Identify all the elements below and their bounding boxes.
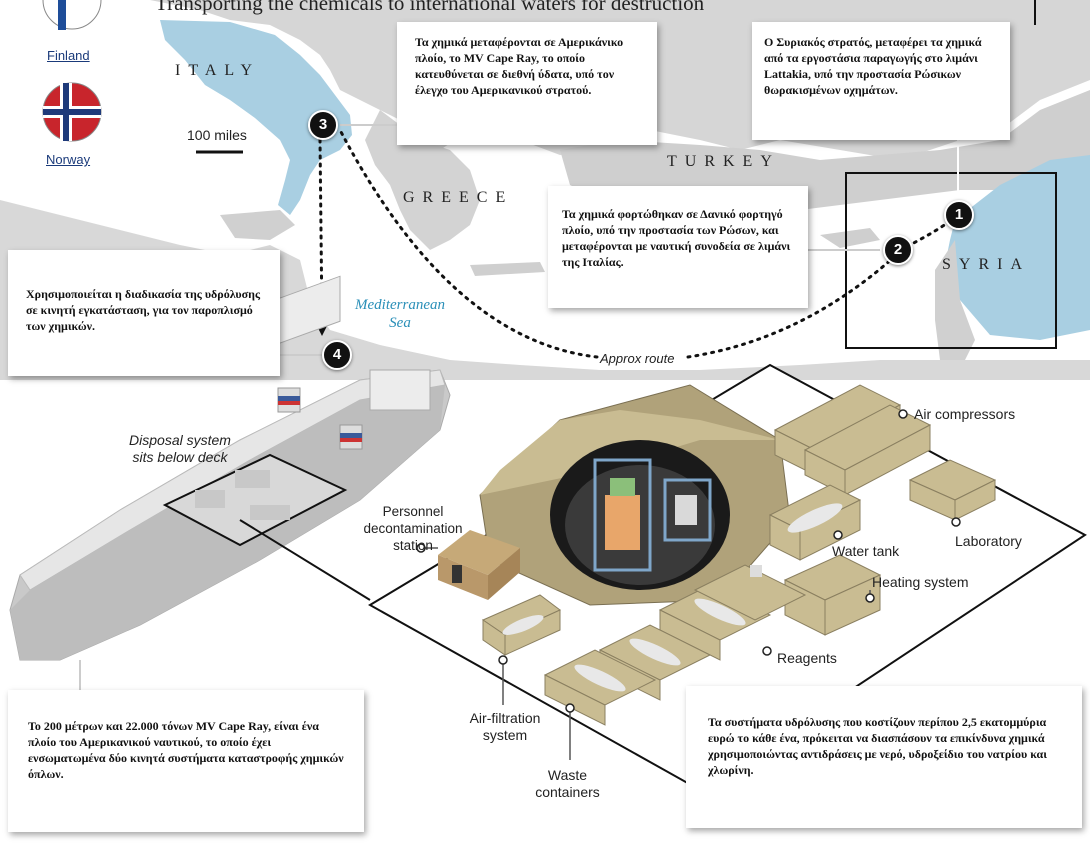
ship-illustration bbox=[9, 275, 451, 661]
flag-link-finland[interactable]: Finland bbox=[47, 48, 90, 63]
label-laboratory: Laboratory bbox=[955, 533, 1022, 549]
italy-land bbox=[160, 20, 352, 215]
syria-inset-frame bbox=[845, 172, 1057, 349]
route-label: Approx route bbox=[600, 351, 675, 366]
marker-4[interactable]: 4 bbox=[322, 340, 352, 370]
sicily-land bbox=[220, 210, 295, 240]
facility-illustration bbox=[368, 363, 1087, 792]
label-reagents: Reagents bbox=[777, 650, 837, 666]
marker-1[interactable]: 1 bbox=[944, 200, 974, 230]
label-heating: Heating system bbox=[872, 574, 969, 590]
label-greece: GREECE bbox=[403, 189, 514, 206]
callout-ship: Το 200 μέτρων και 22.000 τόνων MV Cape R… bbox=[8, 690, 364, 832]
marker-2[interactable]: 2 bbox=[883, 235, 913, 265]
norway-flag-icon bbox=[42, 82, 102, 142]
label-water-tank: Water tank bbox=[832, 543, 900, 559]
callout-step3: Τα χημικά μεταφέρονται σε Αμερικάνικο πλ… bbox=[397, 22, 657, 145]
marker-3[interactable]: 3 bbox=[308, 110, 338, 140]
flag-link-norway[interactable]: Norway bbox=[46, 152, 91, 167]
label-air-compressors: Air compressors bbox=[914, 406, 1016, 422]
greece-land bbox=[365, 110, 480, 250]
syria-land bbox=[945, 155, 1090, 340]
scale-label: 100 miles bbox=[187, 127, 247, 143]
callout-step1: Ο Συριακός στρατός, μεταφέρει τα χημικά … bbox=[752, 22, 1010, 140]
label-italy: ITALY bbox=[175, 62, 261, 79]
callout-step4: Χρησιμοποιείται η διαδικασία της υδρόλυσ… bbox=[8, 250, 280, 376]
callout-systems: Τα συστήματα υδρόλυσης που κοστίζουν περ… bbox=[686, 686, 1082, 828]
label-syria: SYRIA bbox=[942, 256, 1031, 273]
callout-step2: Τα χημικά φορτώθηκαν σε Δανικό φορτηγό π… bbox=[548, 186, 808, 308]
page-title: Transporting the chemicals to internatio… bbox=[155, 0, 705, 15]
finland-flag-icon bbox=[42, 0, 102, 30]
label-turkey: TURKEY bbox=[667, 153, 780, 170]
